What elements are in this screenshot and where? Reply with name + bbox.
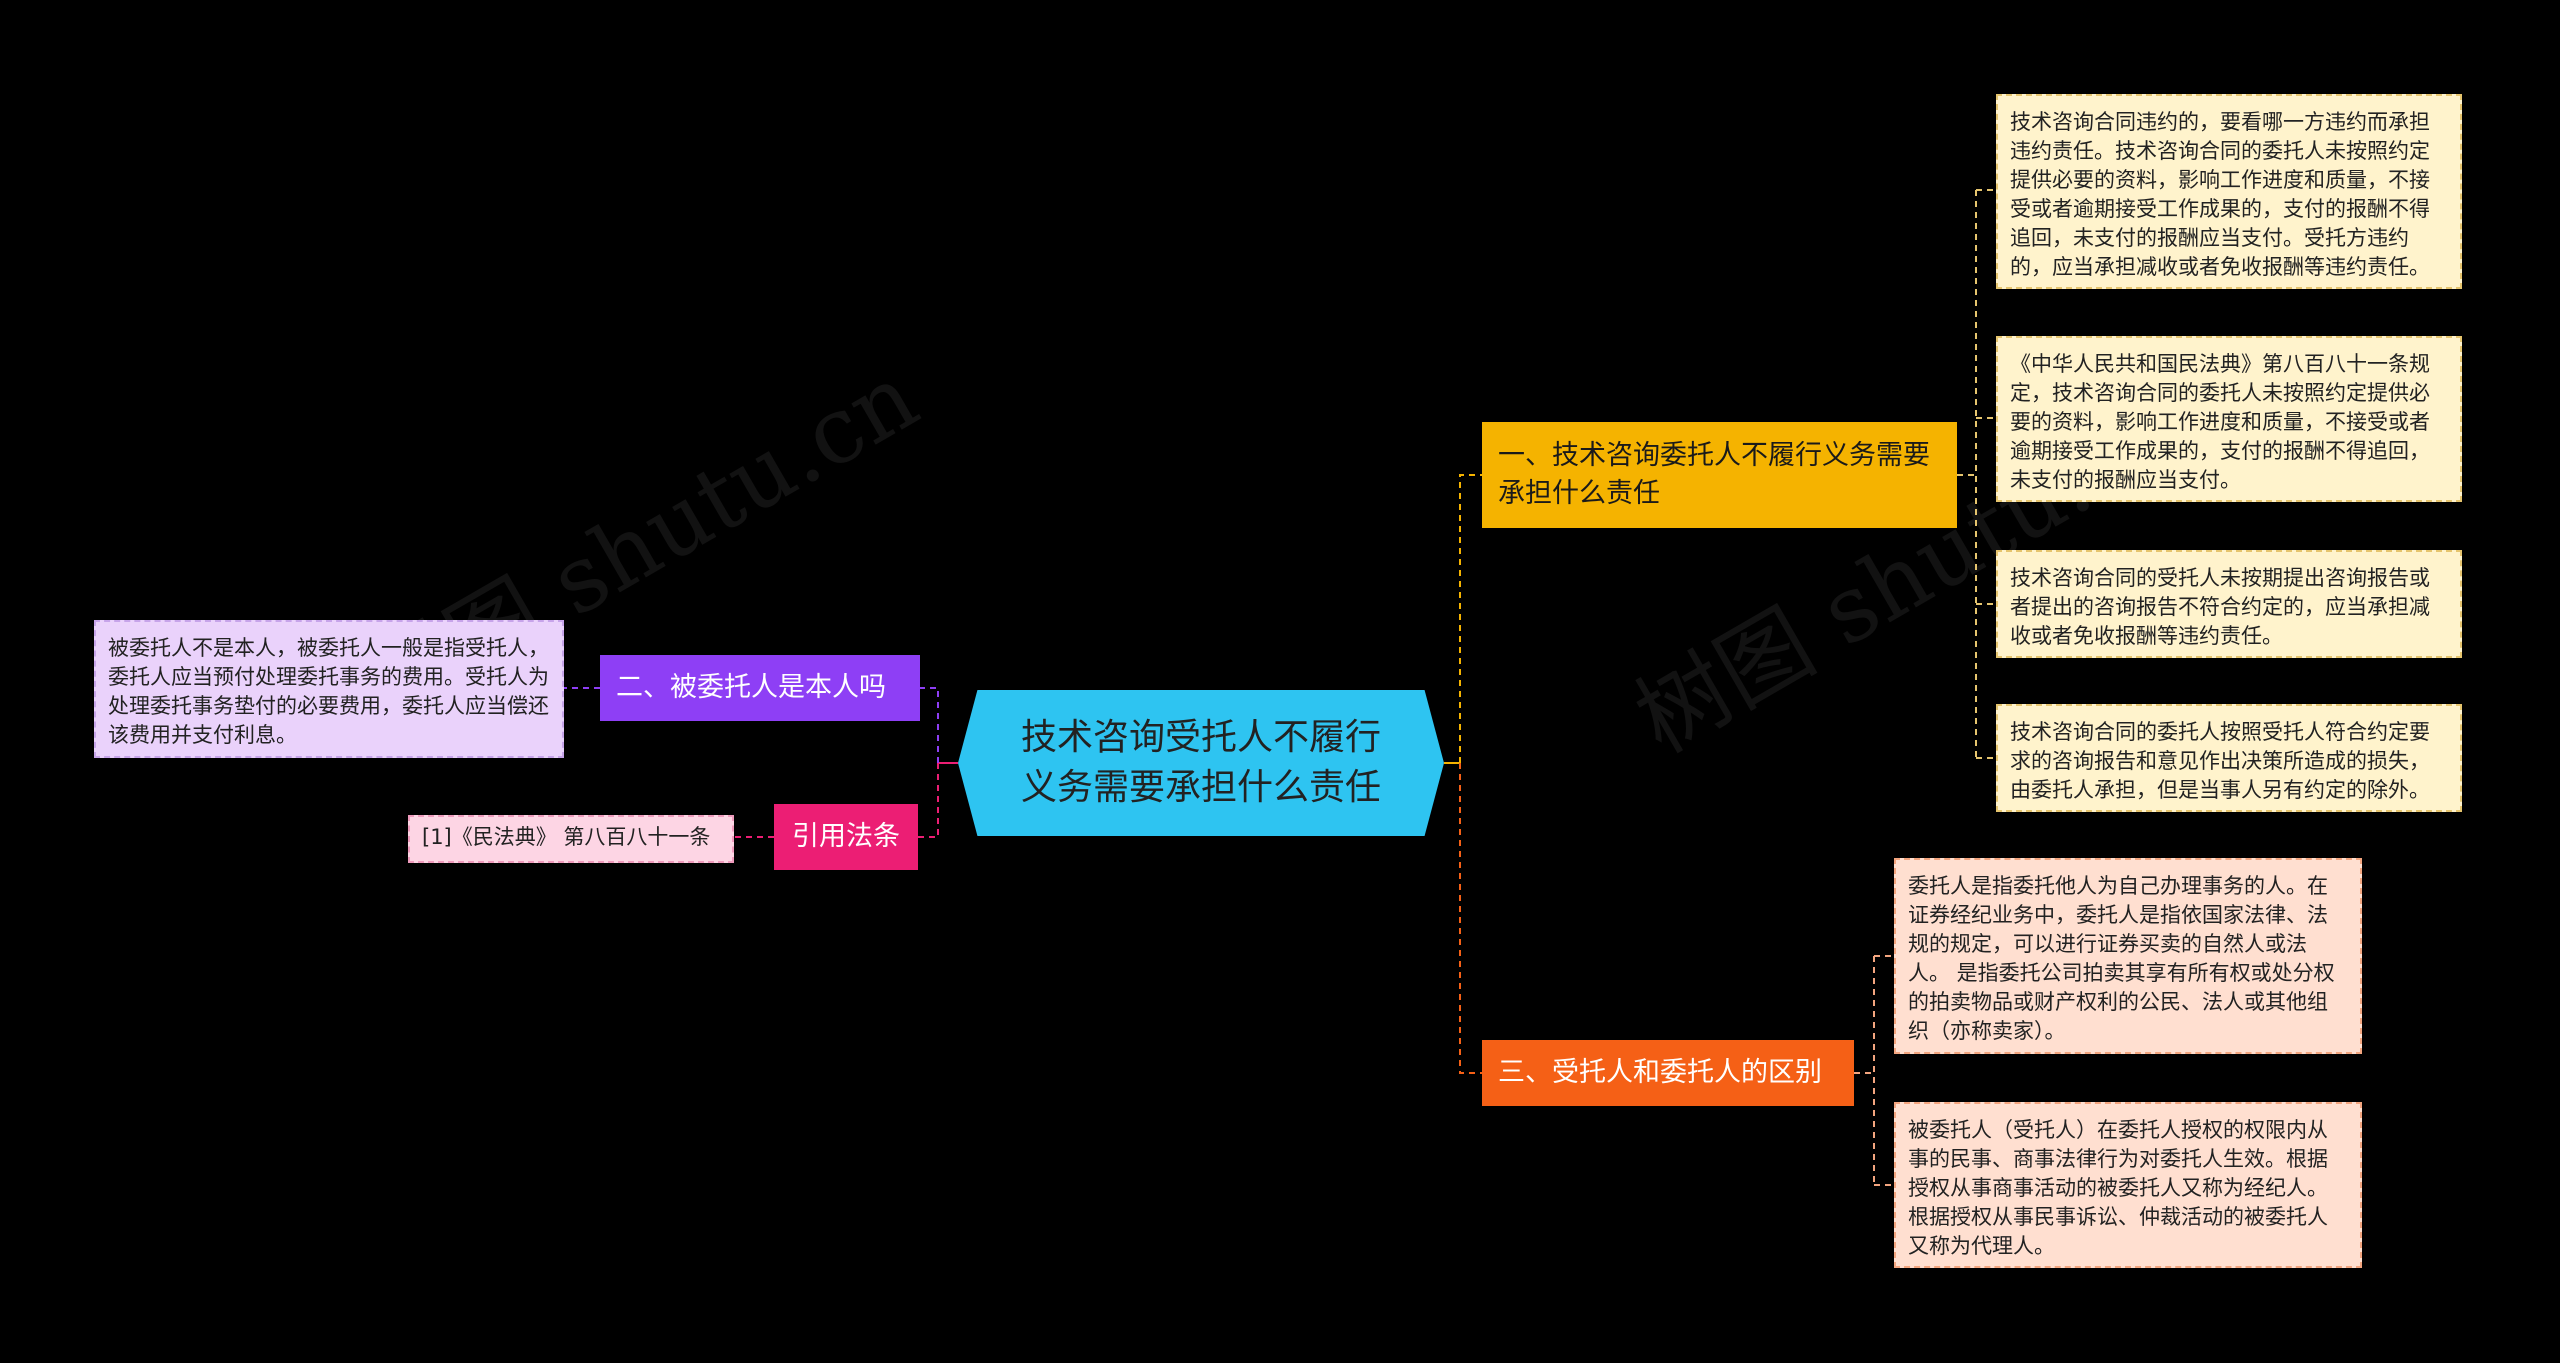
branch-1-label: 一、技术咨询委托人不履行义务需要承担什么责任 xyxy=(1498,440,1930,509)
branch-1[interactable]: 一、技术咨询委托人不履行义务需要承担什么责任 xyxy=(1482,422,1957,528)
central-topic-label: 技术咨询受托人不履行义务需要承担什么责任 xyxy=(1020,717,1381,808)
branch-2-label: 二、被委托人是本人吗 xyxy=(616,672,886,703)
leaf-note[interactable]: 技术咨询合同的委托人按照受托人符合约定要求的咨询报告和意见作出决策所造成的损失，… xyxy=(1996,704,2462,812)
branch-citations-label: 引用法条 xyxy=(792,821,900,852)
branch-2[interactable]: 二、被委托人是本人吗 xyxy=(600,655,920,721)
leaf-note[interactable]: 被委托人（受托人）在委托人授权的权限内从事的民事、商事法律行为对委托人生效。根据… xyxy=(1894,1102,2362,1268)
branch-3-label: 三、受托人和委托人的区别 xyxy=(1498,1057,1822,1088)
leaf-note[interactable]: 委托人是指委托他人为自己办理事务的人。在证券经纪业务中，委托人是指依国家法律、法… xyxy=(1894,858,2362,1054)
citation-note[interactable]: [1]《民法典》 第八百八十一条 xyxy=(408,815,734,863)
leaf-note[interactable]: 《中华人民共和国民法典》第八百八十一条规定，技术咨询合同的委托人未按照约定提供必… xyxy=(1996,336,2462,502)
connector xyxy=(1459,763,1482,1074)
connector xyxy=(1874,955,1894,1186)
branch-citations[interactable]: 引用法条 xyxy=(774,804,918,870)
connector xyxy=(1976,189,1996,759)
connector xyxy=(918,763,939,838)
connector xyxy=(1459,474,1482,763)
leaf-note[interactable]: 被委托人不是本人，被委托人一般是指受托人，委托人应当预付处理委托事务的费用。受托… xyxy=(94,620,564,758)
branch-3[interactable]: 三、受托人和委托人的区别 xyxy=(1482,1040,1854,1106)
central-topic[interactable]: 技术咨询受托人不履行义务需要承担什么责任 xyxy=(958,690,1444,836)
leaf-note[interactable]: 技术咨询合同违约的，要看哪一方违约而承担违约责任。技术咨询合同的委托人未按照约定… xyxy=(1996,94,2462,289)
leaf-note[interactable]: 技术咨询合同的受托人未按期提出咨询报告或者提出的咨询报告不符合约定的，应当承担减… xyxy=(1996,550,2462,658)
connector xyxy=(920,687,939,763)
